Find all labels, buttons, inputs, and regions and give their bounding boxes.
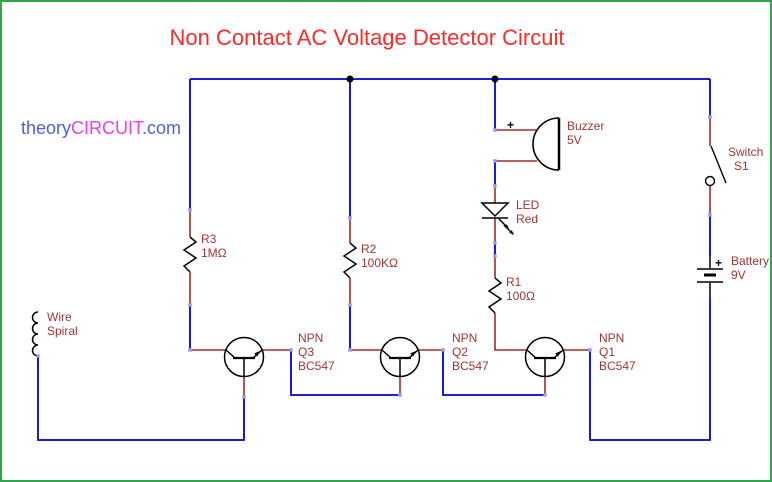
watermark-theory: theory: [21, 118, 72, 138]
q2-pin-leads: [399, 349, 443, 395]
junction-dot-buzzer: [491, 75, 499, 83]
switch-label: Switch S1: [728, 145, 764, 173]
r1-leads: [494, 256, 527, 351]
q3-pin-leads: [243, 349, 291, 397]
watermark-circuit: CIRCUIT: [71, 118, 143, 138]
r2-leads: [349, 218, 382, 351]
buzzer-polarity-plus: +: [507, 118, 515, 132]
junction-dots: [346, 75, 499, 83]
battery-symbol: [697, 256, 723, 298]
battery-polarity-plus: +: [715, 256, 723, 270]
q2-label: NPN Q2 BC547: [452, 331, 489, 373]
resistor-symbols: [182, 236, 503, 314]
junction-dot-r2: [346, 75, 354, 83]
page-title: Non Contact AC Voltage Detector Circuit: [169, 25, 565, 50]
wires: [37, 78, 711, 441]
r3-leads: [189, 210, 226, 351]
watermark-domain: .com: [142, 118, 182, 138]
q3-label: NPN Q3 BC547: [298, 331, 335, 373]
led-emission-arrows: [498, 218, 514, 235]
r1-resistor-symbol: [487, 277, 503, 314]
watermark: theoryCIRCUIT.com: [21, 118, 181, 139]
q3-emitter-to-q2-base-wire: [290, 350, 400, 396]
q2-emitter-to-q1-base-wire: [442, 350, 545, 396]
q1-pin-leads: [544, 349, 590, 395]
r2-resistor-symbol: [342, 242, 358, 279]
battery-to-q1-emitter-wire: [589, 298, 711, 441]
terminal-pads: [36, 115, 712, 399]
battery-label: Battery 9V: [731, 254, 770, 282]
component-leads: [189, 117, 711, 397]
r2-label: R2 100KΩ: [361, 242, 398, 270]
buzzer-label: Buzzer 5V: [567, 119, 605, 147]
q1-emitter-arrow: [555, 351, 561, 357]
switch-symbol: [704, 145, 727, 187]
r1-label: R1 100Ω: [506, 275, 535, 303]
spiral-to-q3-base-wire: [37, 356, 245, 441]
q3-emitter-arrow: [254, 351, 260, 357]
q2-transistor-symbol: [379, 336, 421, 378]
q1-transistor-symbol: [524, 336, 566, 378]
r3-label: R3 1MΩ: [201, 232, 227, 260]
wire-spiral-label: Wire Spiral: [47, 310, 78, 338]
buzzer-symbol: [532, 117, 561, 171]
q2-emitter-arrow: [410, 351, 416, 357]
led-label: LED Red: [516, 198, 540, 226]
r3-resistor-symbol: [182, 236, 198, 273]
q1-label: NPN Q1 BC547: [599, 331, 636, 373]
wire-spiral-symbol: [31, 311, 39, 357]
buzzer-leads: [495, 129, 537, 162]
q3-transistor-symbol: [223, 336, 265, 378]
led-symbol: [480, 202, 514, 235]
